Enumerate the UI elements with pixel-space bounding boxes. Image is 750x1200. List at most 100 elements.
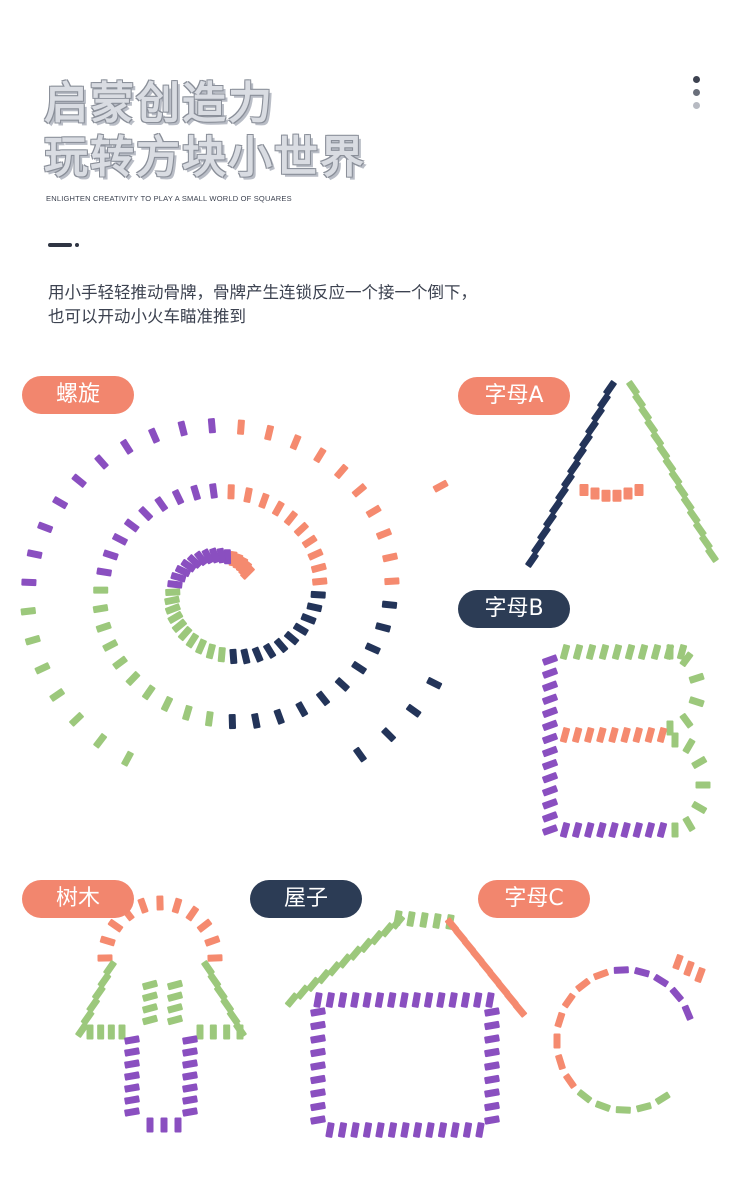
domino-piece xyxy=(542,772,558,784)
domino-piece xyxy=(69,712,84,727)
domino-piece xyxy=(683,960,695,977)
tag-letter-b: 字母B xyxy=(458,590,570,628)
domino-piece xyxy=(243,487,253,503)
domino-piece xyxy=(365,504,382,518)
domino-piece xyxy=(182,1083,198,1093)
more-dots-icon[interactable] xyxy=(693,76,703,115)
domino-piece xyxy=(164,603,181,615)
domino-piece xyxy=(97,954,113,962)
domino-piece xyxy=(300,613,317,625)
domino-piece xyxy=(164,595,180,606)
domino-piece xyxy=(102,639,119,652)
domino-piece xyxy=(671,822,679,838)
domino-piece xyxy=(313,992,323,1008)
domino-piece xyxy=(94,454,109,470)
tag-letter-c: 字母C xyxy=(478,880,590,918)
domino-piece xyxy=(584,822,595,838)
domino-piece xyxy=(124,1047,140,1057)
domino-piece xyxy=(160,696,174,712)
domino-piece xyxy=(679,713,694,729)
domino-piece xyxy=(121,750,134,767)
domino-piece xyxy=(473,992,483,1008)
domino-piece xyxy=(167,580,183,589)
domino-piece xyxy=(405,703,422,718)
domino-piece xyxy=(644,822,655,838)
domino-piece xyxy=(598,644,610,660)
domino-piece xyxy=(295,984,310,1000)
domino-piece xyxy=(226,1009,241,1026)
domino-piece xyxy=(374,992,385,1008)
domino-piece xyxy=(124,1107,140,1117)
domino-piece xyxy=(204,935,221,947)
domino-piece xyxy=(205,643,216,660)
domino-piece xyxy=(596,727,607,743)
domino-piece xyxy=(484,1088,500,1098)
domino-piece xyxy=(579,484,589,496)
domino-piece xyxy=(293,521,309,537)
domino-piece xyxy=(484,1034,500,1044)
divider-dot xyxy=(75,243,79,247)
domino-piece xyxy=(453,928,468,944)
domino-piece xyxy=(170,572,187,583)
domino-piece xyxy=(573,446,587,462)
domino-piece xyxy=(283,631,300,646)
domino-piece xyxy=(124,1095,140,1105)
domino-piece xyxy=(525,552,539,568)
domino-piece xyxy=(146,1117,154,1133)
domino-piece xyxy=(194,550,209,567)
domino-piece xyxy=(167,611,184,624)
domino-piece xyxy=(694,967,706,983)
domino-piece xyxy=(542,759,558,771)
domino-piece xyxy=(273,637,289,653)
domino-piece xyxy=(561,472,575,489)
domino-piece xyxy=(93,586,109,594)
domino-piece xyxy=(542,667,558,679)
domino-piece xyxy=(484,1047,500,1058)
domino-piece xyxy=(448,992,458,1008)
domino-piece xyxy=(585,644,597,660)
domino-piece xyxy=(92,985,106,1001)
domino-piece xyxy=(572,727,583,743)
domino-piece xyxy=(75,1022,89,1038)
domino-piece xyxy=(359,937,374,953)
domino-piece xyxy=(686,508,701,525)
domino-piece xyxy=(484,1061,500,1071)
domino-piece xyxy=(99,935,116,947)
domino-piece xyxy=(679,651,694,667)
domino-piece xyxy=(444,917,460,933)
domino-piece xyxy=(112,655,128,670)
domino-piece xyxy=(531,539,545,555)
domino-piece xyxy=(542,680,558,692)
domino-piece xyxy=(512,1002,528,1018)
domino-piece xyxy=(563,1073,577,1089)
domino-piece xyxy=(325,1122,335,1138)
domino-piece xyxy=(699,534,713,550)
domino-piece xyxy=(236,1024,244,1040)
domino-piece xyxy=(632,822,643,838)
domino-piece xyxy=(49,688,65,702)
domino-piece xyxy=(217,646,226,663)
domino-piece xyxy=(693,521,707,538)
domino-piece xyxy=(637,644,649,660)
domino-piece xyxy=(156,895,164,911)
domino-piece xyxy=(190,484,201,501)
domino-piece xyxy=(96,567,112,577)
domino-piece xyxy=(310,1007,326,1017)
domino-piece xyxy=(682,738,696,754)
domino-piece xyxy=(585,419,599,436)
domino-piece xyxy=(559,727,571,743)
domino-piece xyxy=(316,690,331,707)
domino-piece xyxy=(142,1014,158,1026)
domino-piece xyxy=(71,473,87,488)
domino-piece xyxy=(310,1061,326,1071)
domino-piece xyxy=(484,1074,500,1085)
domino-piece xyxy=(484,1101,500,1112)
domino-piece xyxy=(542,798,558,810)
domino-piece xyxy=(611,644,623,660)
domino-piece xyxy=(182,1059,198,1069)
domino-piece xyxy=(632,393,646,409)
domino-piece xyxy=(327,961,342,977)
domino-piece xyxy=(271,500,285,517)
domino-piece xyxy=(666,644,674,660)
domino-piece xyxy=(634,967,650,978)
